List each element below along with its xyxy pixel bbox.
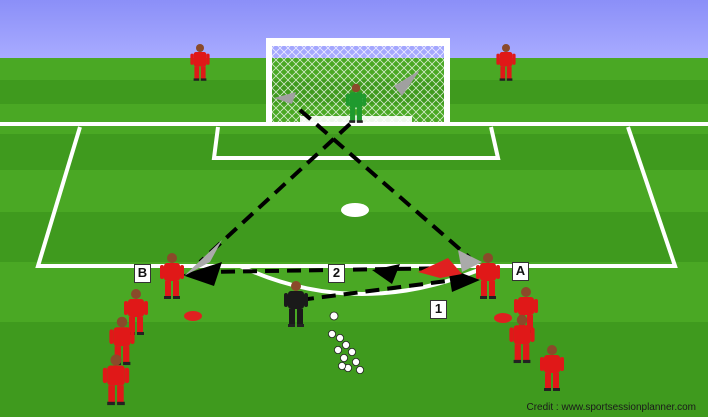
players	[102, 44, 564, 406]
credit-text: Credit : www.sportsessionplanner.com	[526, 402, 696, 413]
pass-lines	[198, 108, 472, 302]
position-label-b: B	[134, 264, 151, 283]
shot-arrow-right	[394, 70, 420, 96]
arrowhead-black-mid	[372, 264, 400, 284]
player-top-right	[496, 44, 516, 81]
player-queue-b2	[109, 316, 135, 366]
player-b	[160, 253, 184, 299]
player-queue-a3	[540, 345, 564, 391]
player-a	[476, 253, 500, 299]
balls	[327, 311, 364, 374]
arrowhead-red	[418, 258, 462, 278]
penalty-spot	[341, 203, 369, 217]
player-queue-a2	[509, 314, 535, 364]
player-queue-b1	[124, 289, 148, 335]
arrowhead-black-left	[182, 262, 222, 286]
penalty-area	[35, 126, 678, 268]
cone-b	[184, 311, 202, 321]
pass-number-1: 1	[430, 300, 447, 319]
run-line-b	[198, 122, 352, 264]
coach	[284, 281, 308, 327]
pass-number-2: 2	[328, 264, 345, 283]
pass-line-2	[204, 266, 456, 274]
cone-a	[494, 313, 512, 323]
goal	[266, 38, 450, 124]
shot-arrow-left	[274, 92, 296, 104]
player-top-left	[190, 44, 210, 81]
arrowhead-grey-right	[458, 250, 482, 272]
run-line-a	[298, 108, 472, 260]
player-queue-b3	[102, 354, 130, 406]
arrowhead-grey-left	[184, 240, 222, 276]
goalkeeper	[345, 83, 367, 123]
pass-line-1	[299, 276, 471, 302]
position-label-a: A	[512, 262, 529, 281]
